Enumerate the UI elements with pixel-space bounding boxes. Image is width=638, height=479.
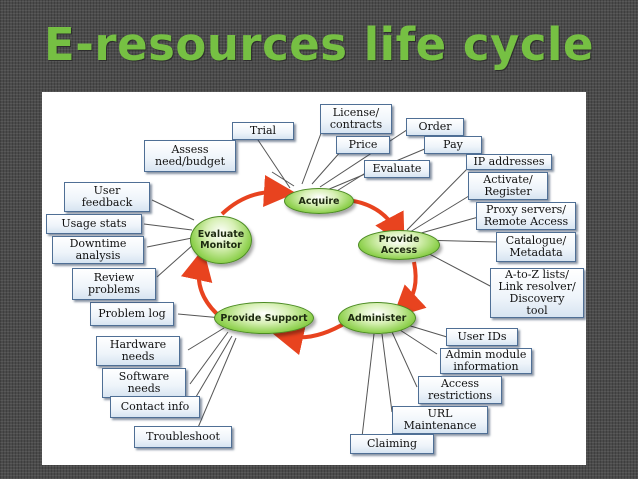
user-ids-box: User IDs bbox=[446, 328, 518, 346]
assess-need-budget-box: Assess need/budget bbox=[144, 140, 236, 172]
access-restrictions-box: Access restrictions bbox=[418, 376, 502, 404]
evaluate-monitor-node: Evaluate Monitor bbox=[190, 216, 252, 264]
hardware-needs-box: Hardware needs bbox=[96, 336, 180, 366]
provide-support-node: Provide Support bbox=[214, 302, 314, 334]
catalogue-metadata-box: Catalogue/ Metadata bbox=[496, 232, 576, 262]
life-cycle-diagram: Acquire Provide Access Administer Provid… bbox=[42, 92, 586, 465]
downtime-analysis-box: Downtime analysis bbox=[52, 236, 144, 264]
contact-info-box: Contact info bbox=[110, 396, 200, 418]
url-maintenance-box: URL Maintenance bbox=[392, 406, 488, 434]
activate-register-box: Activate/ Register bbox=[468, 172, 548, 200]
order-box: Order bbox=[406, 118, 464, 136]
review-problems-box: Review problems bbox=[72, 268, 156, 300]
administer-node: Administer bbox=[338, 302, 416, 334]
proxy-servers-box: Proxy servers/ Remote Access bbox=[476, 202, 576, 230]
license-contracts-box: License/ contracts bbox=[320, 104, 392, 134]
evaluate-box: Evaluate bbox=[364, 160, 430, 178]
ip-addresses-box: IP addresses bbox=[466, 154, 552, 170]
troubleshoot-box: Troubleshoot bbox=[134, 426, 232, 448]
claiming-box: Claiming bbox=[350, 434, 434, 454]
provide-access-node: Provide Access bbox=[358, 230, 440, 260]
software-needs-box: Software needs bbox=[102, 368, 186, 398]
page-title: E-resources life cycle bbox=[44, 18, 594, 71]
atoz-link-resolver-box: A-to-Z lists/ Link resolver/ Discovery t… bbox=[490, 268, 584, 318]
pay-box: Pay bbox=[424, 136, 482, 154]
admin-module-box: Admin module information bbox=[440, 348, 532, 374]
price-box: Price bbox=[336, 136, 390, 154]
trial-box: Trial bbox=[232, 122, 294, 140]
acquire-node: Acquire bbox=[284, 188, 354, 214]
problem-log-box: Problem log bbox=[90, 302, 174, 326]
usage-stats-box: Usage stats bbox=[46, 214, 142, 234]
user-feedback-box: User feedback bbox=[64, 182, 150, 212]
